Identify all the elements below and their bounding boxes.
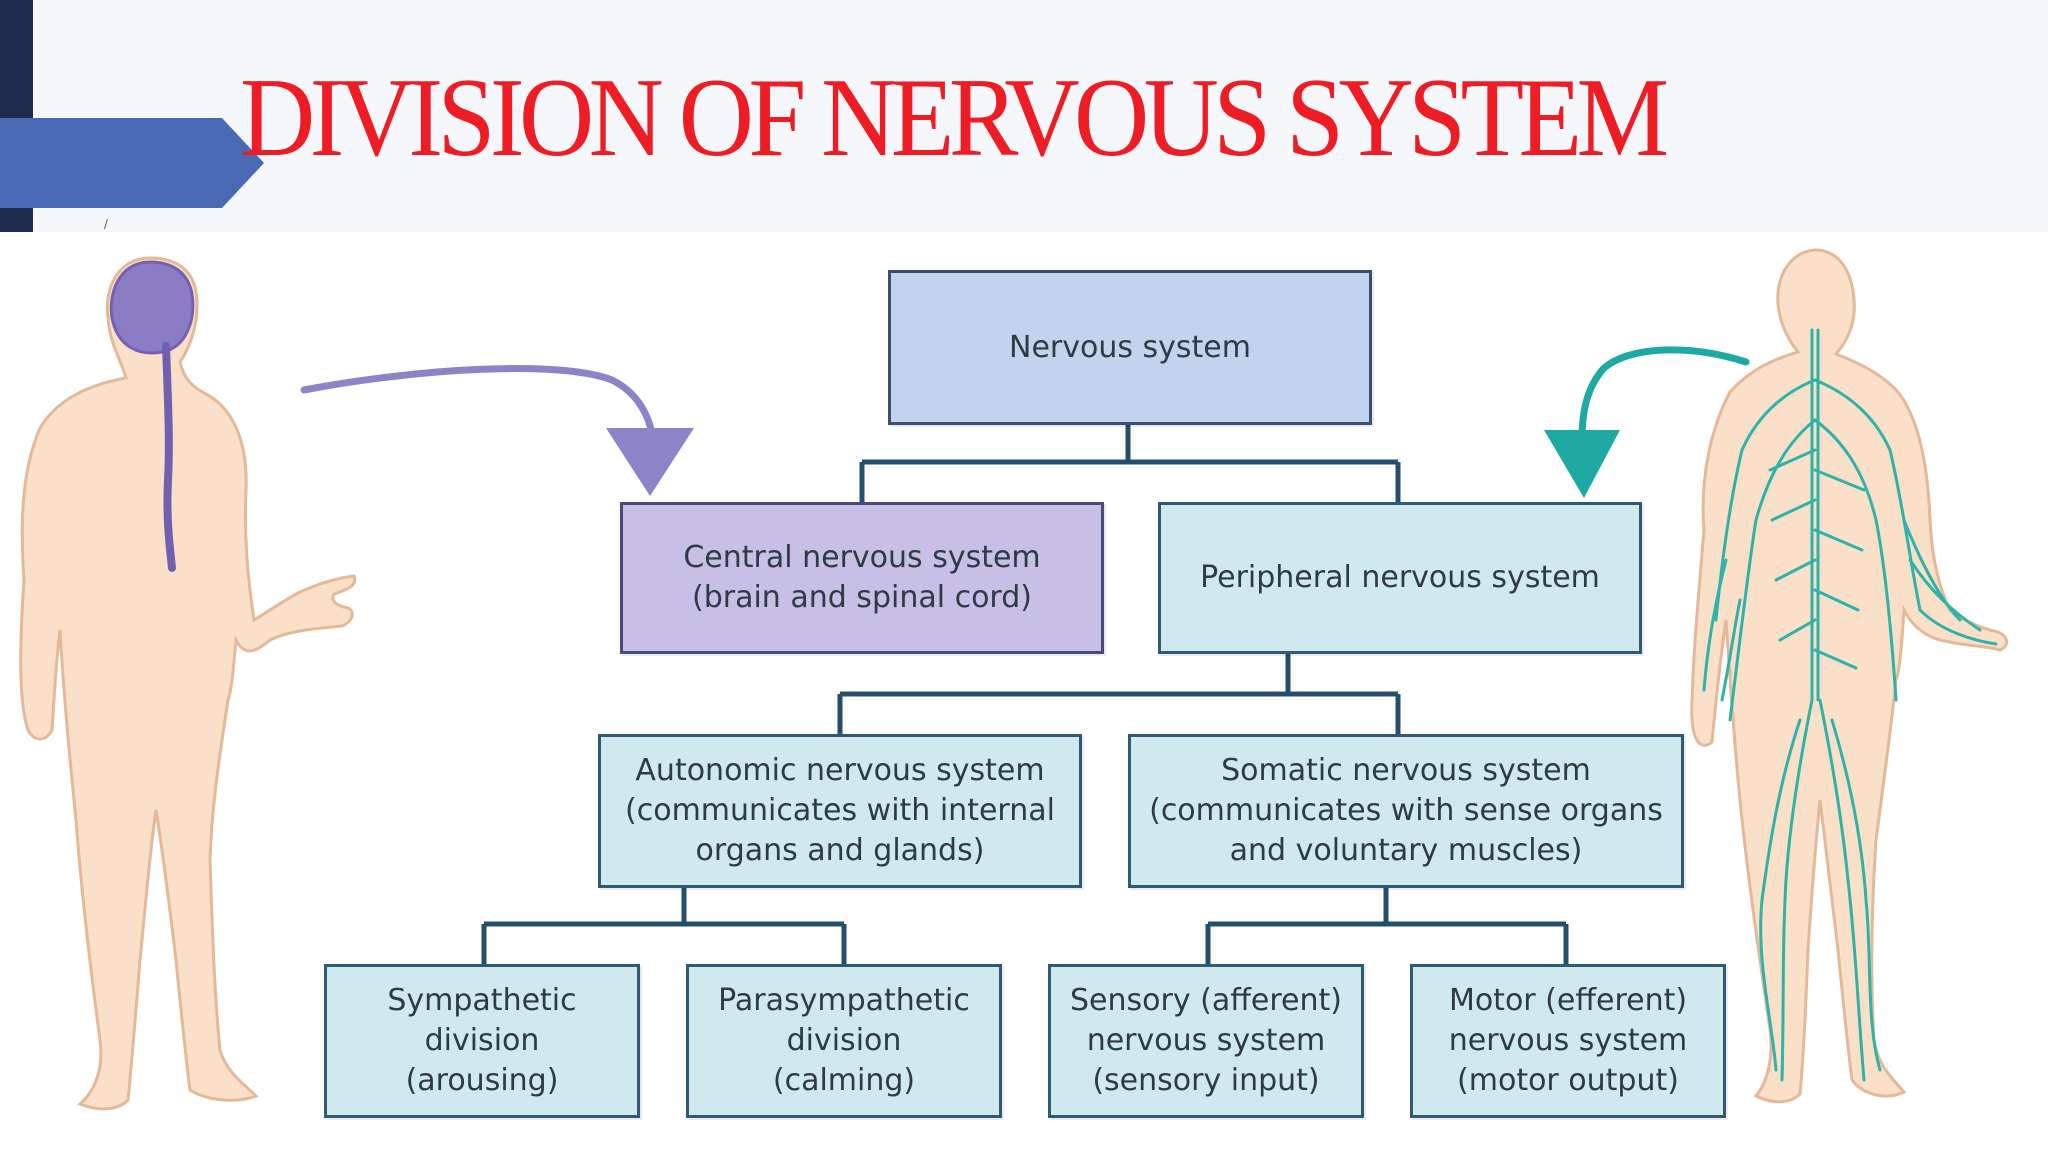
peripheral-nervous-system-node: Peripheral nervous system	[1158, 502, 1642, 654]
cns-pointer-arrow	[300, 365, 694, 496]
central-nervous-system-node: Central nervous system (brain and spinal…	[620, 502, 1104, 654]
sympathetic-division-node: Sympathetic division (arousing)	[324, 964, 640, 1118]
header-band	[0, 0, 2048, 232]
nervous-system-node: Nervous system	[888, 270, 1372, 425]
left-body-figure	[19, 256, 357, 1111]
title-accent-arrow	[0, 118, 264, 208]
motor-nervous-system-node: Motor (efferent) nervous system (motor o…	[1410, 964, 1726, 1118]
right-body-figure	[1690, 248, 2008, 1104]
sensory-nervous-system-node: Sensory (afferent) nervous system (senso…	[1048, 964, 1364, 1118]
pns-pointer-arrow	[1544, 346, 1750, 498]
somatic-nervous-system-node: Somatic nervous system (communicates wit…	[1128, 734, 1684, 888]
autonomic-nervous-system-node: Autonomic nervous system (communicates w…	[598, 734, 1082, 888]
parasympathetic-division-node: Parasympathetic division (calming)	[686, 964, 1002, 1118]
tree-connectors	[481, 425, 1569, 964]
page-marker: /	[104, 216, 108, 232]
slide-title: DIVISION OF NERVOUS SYSTEM	[240, 56, 1669, 180]
